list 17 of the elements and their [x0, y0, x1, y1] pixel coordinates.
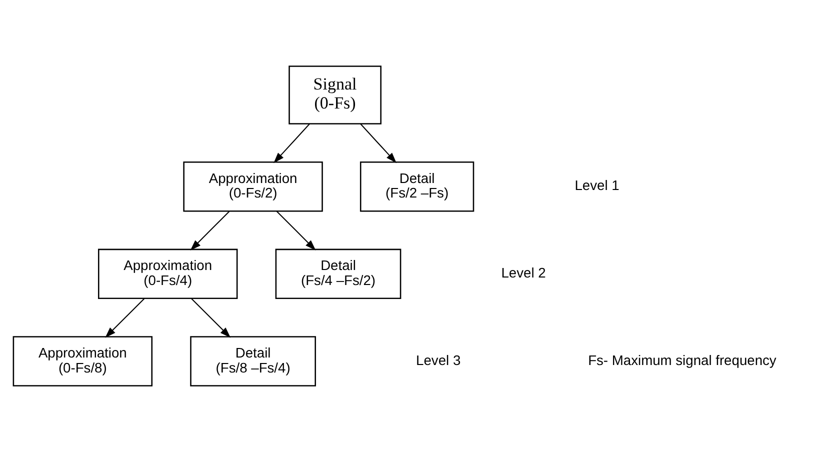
label: Level 3: [416, 352, 461, 368]
node-box: Detail (Fs/2 –Fs): [360, 161, 474, 212]
node-box: Approximation (0-Fs/4): [98, 248, 238, 300]
node-box: Signal (0-Fs): [288, 66, 382, 124]
label: Level 2: [501, 264, 546, 281]
arrow: [274, 124, 310, 164]
node-box: Detail (Fs/4 –Fs/2): [275, 248, 402, 300]
arrow: [360, 124, 397, 164]
arrow: [190, 211, 230, 250]
arrow: [276, 211, 316, 250]
arrow: [105, 298, 144, 338]
label: Level 1: [574, 177, 620, 194]
arrow: [191, 298, 231, 338]
label: Fs- Maximum signal frequency: [588, 352, 776, 368]
node-box: Approximation (0-Fs/2): [183, 161, 323, 212]
node-box: Detail (Fs/8 –Fs/4): [190, 336, 316, 386]
node-box: Approximation (0-Fs/8): [12, 336, 153, 386]
